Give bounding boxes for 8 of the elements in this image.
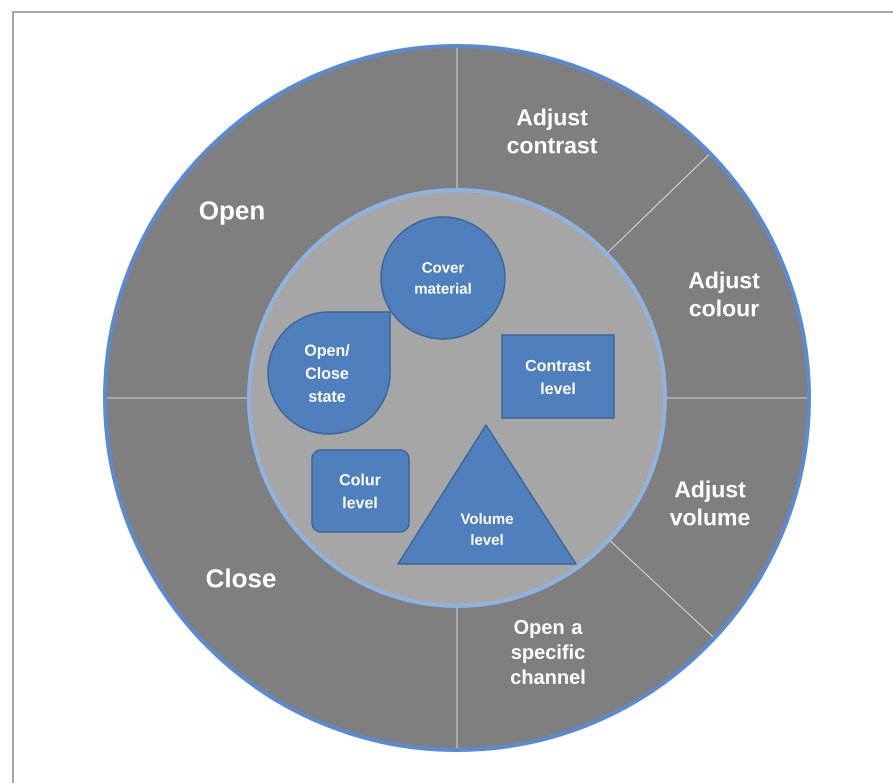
node-label: Open a specific channel — [511, 620, 585, 684]
rounded-box: Colur level — [311, 449, 410, 533]
ring-sector: Adjust colour — [606, 153, 809, 398]
node-label: Adjust colour — [688, 272, 760, 316]
node-label: Adjust volume — [670, 480, 750, 526]
ring-sector: Adjust contrast — [457, 46, 710, 254]
node-label: Adjust contrast — [508, 108, 598, 154]
ring-sector: Adjust volume — [609, 398, 809, 638]
